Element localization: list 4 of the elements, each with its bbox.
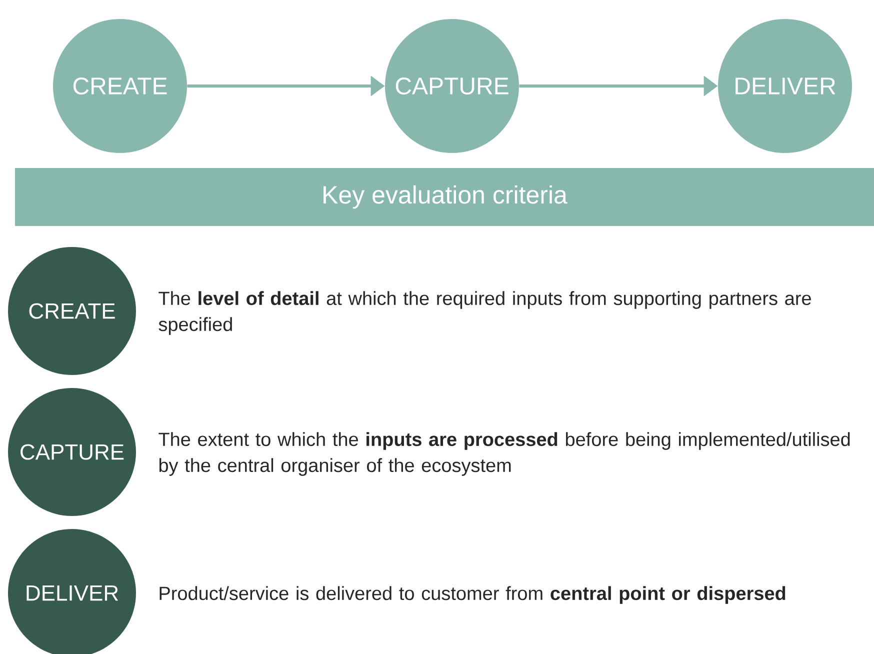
criterion-description: The extent to which the inputs are processed before being implemented/utilised by the central organiser of the ecosystem <box>158 432 850 476</box>
criterion-description: The level of detail at which the required inputs from supporting partners are specified <box>158 291 811 335</box>
heading-banner: Key evaluation criteria <box>15 168 874 226</box>
criterion-description: Product/service is delivered to customer from central point or dispersed <box>160 586 786 604</box>
